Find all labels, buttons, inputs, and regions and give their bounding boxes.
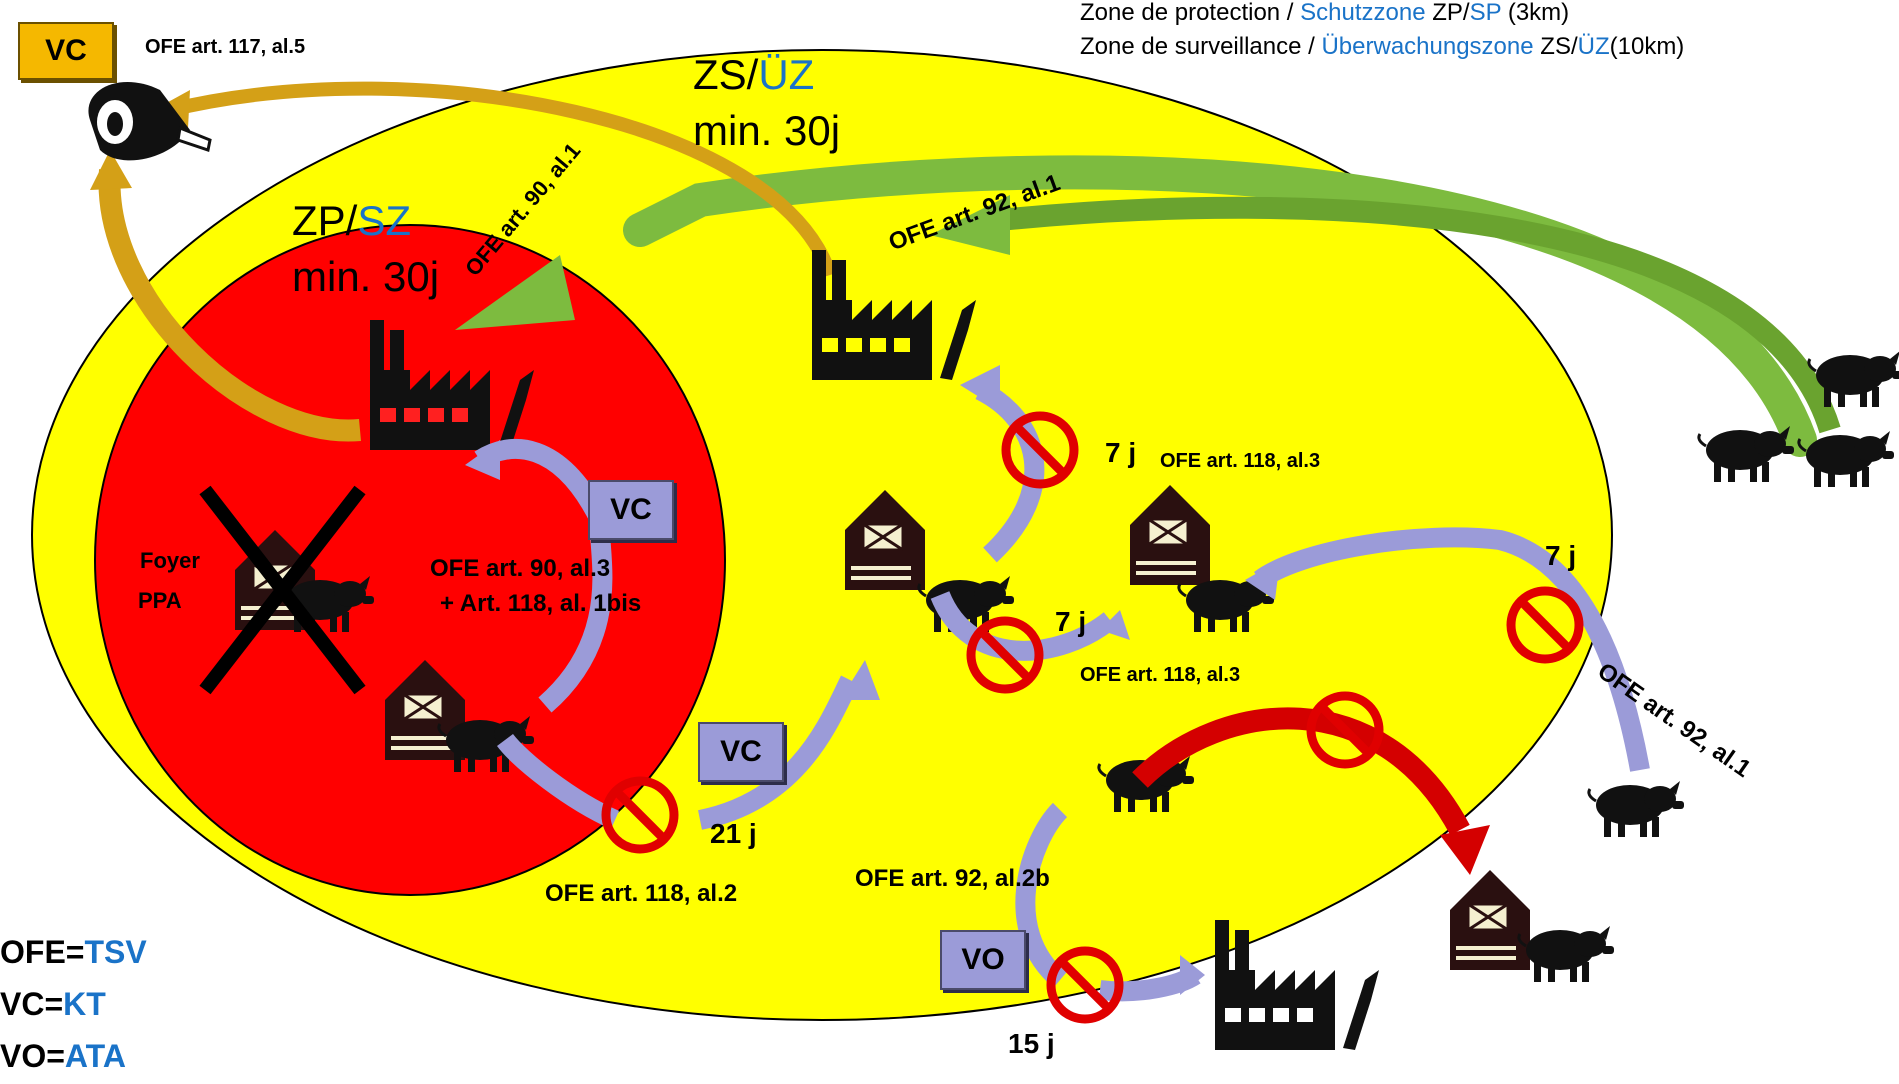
gold-arrow-zp-factory-to-ham (98, 169, 361, 442)
lavender-arrowhead-zs-right (1100, 610, 1130, 640)
legend-surveillance: Zone de surveillance / Überwachungszone … (1080, 34, 1684, 60)
lavender-arrowhead-zs-left (840, 660, 880, 700)
gold-arrow-zs-factory-to-ham (168, 81, 837, 278)
lavender-arrowhead-bottom-factory (1180, 955, 1205, 995)
abbr-vc-fr: VC= (0, 986, 64, 1022)
green-arrowhead-zp (455, 255, 575, 330)
legend-surveillance-de: Überwachungszone (1321, 33, 1534, 60)
scroll-icon-vc-top: VC (18, 22, 114, 80)
pig-icon-outside-right (1587, 779, 1686, 839)
days-21j: 21 j (710, 818, 757, 849)
red-arrow (1132, 707, 1470, 836)
abbr-vo-fr: VO= (0, 1038, 65, 1074)
lavender-arrowhead-right-barn (1245, 560, 1280, 600)
abbr-vc: VC=KT (0, 984, 106, 1024)
green-arrow-to-zs-factory (998, 196, 1841, 434)
abbr-vo: VO=ATA (0, 1036, 126, 1076)
scroll-icon-vc-zp: VC (588, 480, 674, 540)
pig-icon-outside-barn (1517, 924, 1616, 984)
abbr-ofe-de: TSV (84, 934, 147, 970)
legend-surveillance-km: (10km) (1609, 33, 1685, 60)
label-ofe-117: OFE art. 117, al.5 (145, 36, 306, 58)
ham-icon (88, 81, 212, 161)
legend-protection-code-de: SP (1469, 0, 1502, 26)
zp-code-fr: ZP/ (292, 197, 358, 244)
lavender-arrows (474, 381, 1650, 1002)
abbr-ofe: OFE=TSV (0, 932, 147, 972)
abbr-ofe-fr: OFE= (0, 934, 85, 970)
label-ofe-118-2: OFE art. 118, al.2 (545, 880, 738, 907)
legend-protection: Zone de protection / Schutzzone ZP/SP (3… (1080, 0, 1569, 26)
zp-duration: min. 30j (292, 253, 440, 300)
gold-arrowhead-ham-2 (90, 150, 132, 190)
zp-title: ZP/SZ (292, 198, 411, 244)
label-foyer: Foyer (140, 548, 200, 573)
days-7j-mid: 7 j (1055, 606, 1087, 637)
factory-icon-bottom (1215, 920, 1379, 1050)
zs-code-de: ÜZ (758, 51, 815, 98)
scroll-icon-vo: VO (940, 930, 1026, 990)
pig-icon-external-2 (1697, 424, 1796, 484)
legend-protection-fr: Zone de protection / (1080, 0, 1301, 26)
days-7j-right: 7 j (1545, 540, 1577, 571)
legend-surveillance-code-de: ÜZ (1577, 33, 1610, 60)
cross-icon (199, 485, 366, 695)
label-ofe-118-1bis: + Art. 118, al. 1bis (440, 590, 642, 617)
green-arrow-to-zp-factory (623, 155, 1817, 457)
zs-duration: min. 30j (693, 107, 841, 154)
label-ofe-90-3: OFE art. 90, al.3 (430, 555, 611, 582)
days-7j-top: 7 j (1105, 437, 1137, 468)
zp-code-de: SZ (357, 197, 412, 244)
legend-protection-de: Schutzzone (1300, 0, 1426, 26)
days-15j: 15 j (1008, 1028, 1055, 1059)
label-ofe-118-3-top: OFE art. 118, al.3 (1160, 450, 1321, 472)
zs-code-fr: ZS/ (693, 51, 759, 98)
legend-protection-code-fr: ZP/ (1425, 0, 1470, 26)
abbr-vc-de: KT (63, 986, 106, 1022)
label-ofe-118-3-mid: OFE art. 118, al.3 (1080, 664, 1241, 686)
label-ppa: PPA (138, 588, 182, 613)
lavender-arrowhead-zp-factory (465, 440, 500, 480)
zs-title: ZS/ÜZ (693, 52, 814, 98)
red-arrowhead (1440, 825, 1490, 875)
lavender-arrowhead-zs-factory (960, 365, 1000, 410)
abbr-vo-de: ATA (64, 1038, 126, 1074)
scroll-icon-vc-bottom: VC (698, 722, 784, 782)
green-arrowhead-zs (930, 195, 1010, 255)
legend-surveillance-code-fr: ZS/ (1533, 33, 1578, 60)
legend-protection-km: (3km) (1501, 0, 1570, 26)
label-ofe-92-2b: OFE art. 92, al.2b (855, 865, 1050, 892)
barn-icon-outside (1448, 868, 1532, 972)
legend-surveillance-fr: Zone de surveillance / (1080, 33, 1322, 60)
